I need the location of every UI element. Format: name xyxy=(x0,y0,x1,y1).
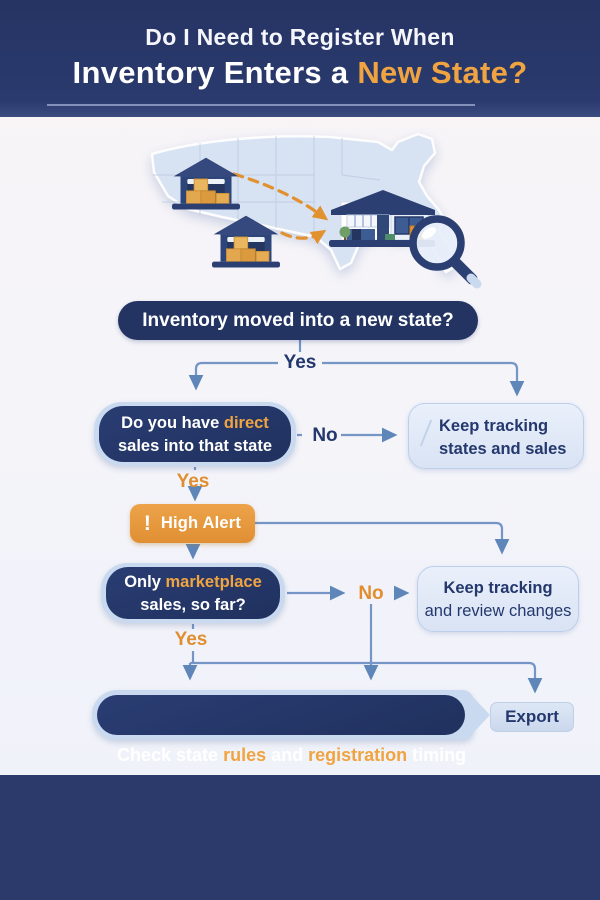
connector-alert-right xyxy=(255,521,510,555)
final-arrow-tip xyxy=(473,697,490,733)
branch-label-yes-1: Yes xyxy=(283,352,317,373)
branch-label-yes-2: Yes xyxy=(176,471,210,492)
magnifier-icon xyxy=(409,215,482,289)
node-question-direct-sales: Do you have direct sales into that state xyxy=(99,406,291,462)
node-question-inventory-moved: Inventory moved into a new state? xyxy=(118,301,478,340)
connector-yes-left xyxy=(188,361,278,391)
connector-export xyxy=(190,661,543,694)
header-banner: Do I Need to Register When Inventory Ent… xyxy=(0,0,600,117)
check-slash-icon xyxy=(419,419,433,447)
title-line2: Inventory Enters a New State? xyxy=(72,55,528,90)
title-highlight: New State? xyxy=(357,55,528,90)
node-keep-tracking-states: Keep tracking states and sales xyxy=(408,403,584,469)
node-check-state-rules: Check state rules and registration timin… xyxy=(97,695,466,765)
title-underline xyxy=(47,104,475,106)
title-line1: Do I Need to Register When xyxy=(145,24,455,50)
branch-label-yes-3: Yes xyxy=(174,629,208,650)
us-map xyxy=(150,132,458,274)
branch-label-no-2: No xyxy=(358,583,384,604)
branch-label-no-1: No xyxy=(312,425,338,446)
node-keep-tracking-review: Keep tracking and review changes xyxy=(417,566,579,632)
us-map-illustration xyxy=(150,132,482,289)
high-alert-badge: ! High Alert xyxy=(130,504,255,543)
node-question-marketplace: Only marketplace sales, so far? xyxy=(106,567,280,619)
connector-yes-right xyxy=(322,361,525,397)
dashed-route-arrows xyxy=(232,172,329,245)
footer-band xyxy=(0,775,600,900)
export-button[interactable]: Export xyxy=(490,702,574,732)
exclamation-icon: ! xyxy=(143,511,151,535)
